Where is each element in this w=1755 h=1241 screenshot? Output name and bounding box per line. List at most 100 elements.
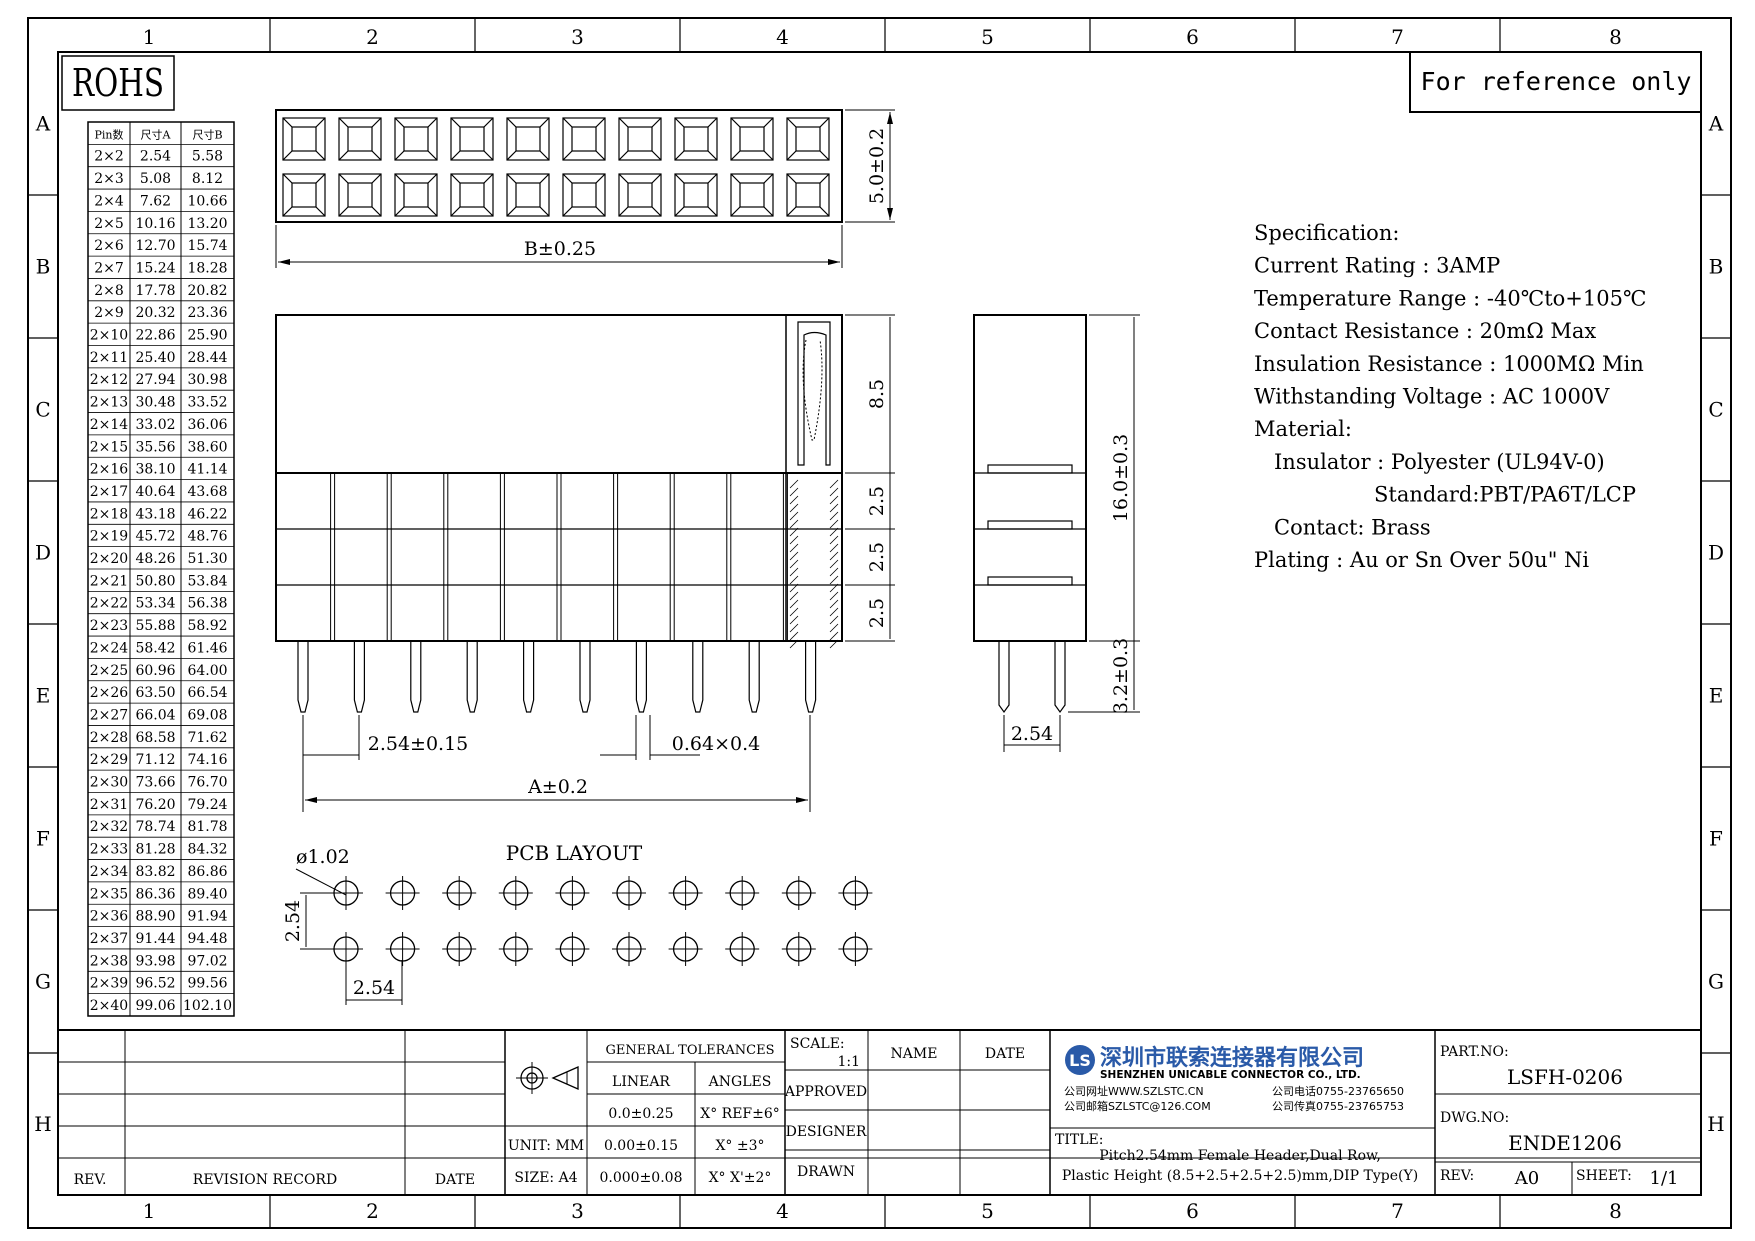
tolerance-angle-1: X° REF±6° — [700, 1106, 780, 1122]
rev-header: REV. — [74, 1172, 107, 1188]
spec-line: Insulation Resistance : 1000MΩ Min — [1254, 352, 1644, 376]
frame-row-label: D — [1708, 541, 1724, 565]
pin-table-cell: 2×12 — [90, 372, 128, 388]
name-header: NAME — [891, 1046, 938, 1062]
dim-body-h1: 8.5 — [866, 379, 888, 409]
pin-table-cell: 2×19 — [90, 529, 128, 545]
company-website: 公司网址WWW.SZLSTC.CN — [1064, 1084, 1204, 1098]
spec-line: Plating : Au or Sn Over 50u" Ni — [1254, 548, 1589, 572]
pin-table-cell: 2×26 — [90, 685, 129, 701]
company-email: 公司邮箱SZLSTC@126.COM — [1064, 1099, 1211, 1113]
pin-table-cell: 2×10 — [90, 328, 128, 344]
pin-table-cell: 2×27 — [90, 707, 128, 723]
pin-table-cell: 66.54 — [187, 685, 227, 701]
frame-row-label: D — [35, 541, 51, 565]
linear-label: LINEAR — [612, 1074, 670, 1090]
pin-table-cell: 23.36 — [187, 305, 227, 321]
pin-table-cell: 86.36 — [135, 886, 175, 902]
spec-line: Withstanding Voltage : AC 1000V — [1254, 385, 1610, 409]
pin-table-cell: 15.74 — [187, 238, 227, 254]
dim-body-h2: 2.5 — [866, 486, 888, 516]
size-label: SIZE: A4 — [514, 1170, 577, 1186]
rohs-label: ROHS — [72, 61, 164, 105]
company-name-en: SHENZHEN UNICABLE CONNECTOR CO., LTD. — [1100, 1069, 1361, 1081]
pin-table-cell: 48.26 — [135, 551, 175, 567]
pin-table-cell: 2×35 — [90, 886, 128, 902]
pin-table-cell: 41.14 — [187, 462, 227, 478]
pin-table-cell: 46.22 — [187, 506, 227, 522]
pin-table-cell: 55.88 — [135, 618, 175, 634]
company-phone: 公司电话0755-23765650 — [1272, 1085, 1404, 1098]
pin-table-cell: 71.12 — [135, 752, 175, 768]
company-fax: 公司传真0755-23765753 — [1272, 1099, 1404, 1113]
pin-table-cell: 2×22 — [90, 596, 128, 612]
spec-line: Current Rating : 3AMP — [1254, 254, 1500, 278]
pin-table-cell: 2×4 — [94, 193, 124, 209]
title-label: TITLE: — [1055, 1132, 1103, 1148]
pin-table-cell: 68.58 — [135, 730, 175, 746]
dim-top-height: 5.0±0.2 — [866, 128, 888, 204]
company-name-cn: 深圳市联索连接器有限公司 — [1100, 1045, 1364, 1071]
tolerance-linear-3: 0.000±0.08 — [600, 1170, 683, 1186]
frame-row-label: E — [1709, 684, 1724, 708]
pin-table-cell: 2×9 — [94, 305, 124, 321]
pin-table-header: Pin数 — [94, 128, 123, 141]
reference-note-text: For reference only — [1421, 67, 1692, 96]
pin-table-cell: 20.82 — [187, 283, 227, 299]
revision-label: REV: — [1440, 1168, 1474, 1184]
sheet-label: SHEET: — [1576, 1168, 1632, 1184]
pin-table-cell: 53.34 — [135, 596, 175, 612]
frame-row-label: F — [1709, 827, 1723, 851]
frame-row-label: H — [1707, 1112, 1724, 1136]
frame-col-label: 1 — [143, 25, 156, 49]
pin-table-cell: 38.10 — [135, 462, 175, 478]
pin-table-cell: 35.56 — [135, 439, 175, 455]
drawing-number-label: DWG.NO: — [1440, 1110, 1509, 1126]
pin-table-cell: 2×2 — [94, 149, 124, 165]
frame-col-label: 3 — [571, 25, 584, 49]
frame-col-label: 3 — [571, 1199, 584, 1223]
dim-side-total: 16.0±0.3 — [1110, 434, 1132, 522]
pin-table-cell: 2×18 — [90, 506, 128, 522]
frame-col-label: 2 — [366, 1199, 379, 1223]
dim-body-h4: 2.5 — [866, 598, 888, 628]
pin-table-cell: 17.78 — [135, 283, 175, 299]
frame-col-label: 8 — [1609, 1199, 1622, 1223]
pin-table-cell: 2×24 — [90, 640, 129, 656]
pin-table-cell: 79.24 — [187, 797, 227, 813]
pin-table-cell: 18.28 — [187, 260, 227, 276]
pin-table-cell: 2×6 — [94, 238, 124, 254]
pin-table-cell: 74.16 — [187, 752, 227, 768]
pin-table-cell: 66.04 — [135, 707, 175, 723]
pin-table-cell: 2×32 — [90, 819, 128, 835]
frame-row-label: H — [34, 1112, 51, 1136]
general-tolerances-label: GENERAL TOLERANCES — [605, 1043, 774, 1058]
pin-table-cell: 8.12 — [192, 171, 223, 187]
pin-table-cell: 63.50 — [135, 685, 175, 701]
pin-table-cell: 36.06 — [187, 417, 227, 433]
frame-col-label: 5 — [981, 25, 994, 49]
dim-hole-diameter: ø1.02 — [296, 846, 350, 868]
pin-table-cell: 12.70 — [135, 238, 175, 254]
pin-table-cell: 25.90 — [187, 328, 227, 344]
pin-table-cell: 60.96 — [135, 663, 175, 679]
pin-table-cell: 78.74 — [135, 819, 175, 835]
frame-row-label: C — [1708, 398, 1723, 422]
scale-label: SCALE: — [790, 1036, 845, 1052]
unit-label: UNIT: MM — [508, 1138, 584, 1154]
pin-table-cell: 5.08 — [140, 171, 171, 187]
pin-table-cell: 2×39 — [90, 976, 128, 992]
dim-top-width: B±0.25 — [524, 238, 596, 260]
drawing-title-line-1: Pitch2.54mm Female Header,Dual Row, — [1099, 1148, 1381, 1164]
company-logo: LS — [1065, 1045, 1095, 1075]
pin-table-cell: 2×16 — [90, 462, 129, 478]
pin-table-cell: 45.72 — [135, 529, 175, 545]
title-block — [58, 1029, 1701, 1195]
specification-block: Specification:Current Rating : 3AMPTempe… — [1254, 221, 1646, 572]
pin-table-cell: 97.02 — [187, 953, 227, 969]
pin-table-cell: 93.98 — [135, 953, 175, 969]
pin-table-cell: 2×17 — [90, 484, 128, 500]
pin-table-cell: 33.52 — [187, 395, 227, 411]
tolerance-angle-2: X° ±3° — [715, 1138, 764, 1154]
